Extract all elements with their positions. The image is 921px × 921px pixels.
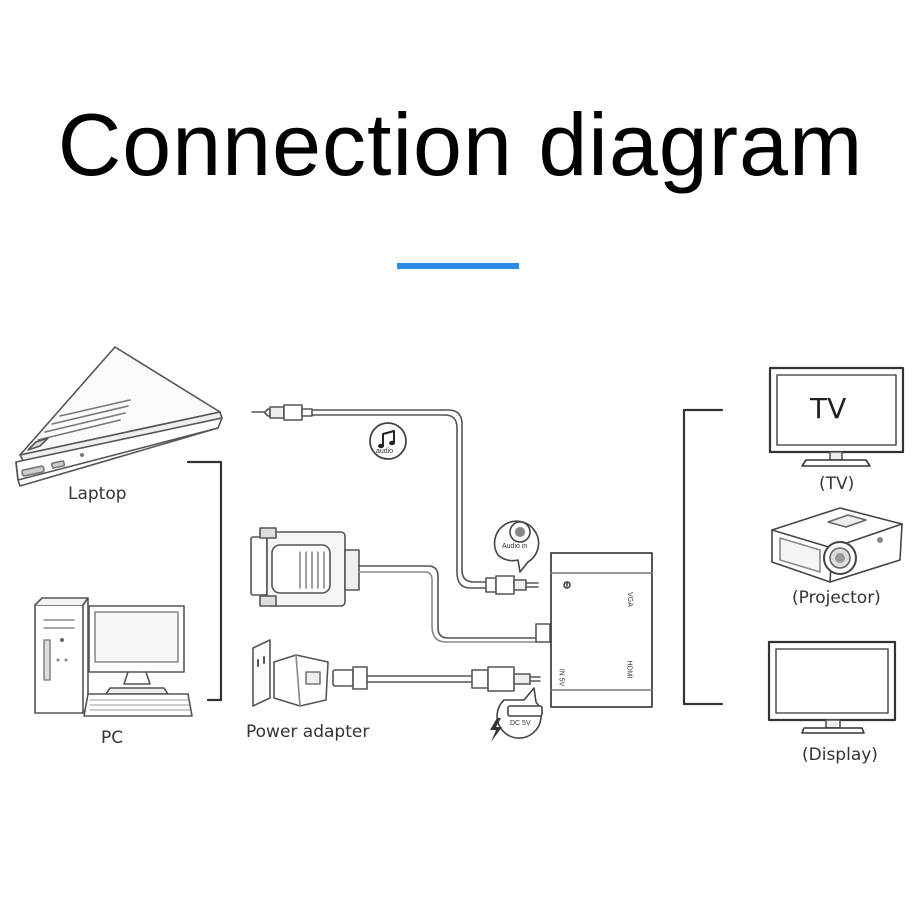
dc-5v-badge: [496, 687, 543, 739]
tv-caption: (TV): [819, 474, 855, 494]
vga-connector: [250, 527, 551, 643]
pc-illustration: [34, 597, 193, 717]
power-adapter-label: Power adapter: [246, 722, 370, 742]
adapter-box: [550, 552, 653, 708]
vga-port-label: VGA: [625, 592, 633, 607]
audio-badge: [369, 422, 407, 460]
right-bracket: [682, 408, 724, 706]
left-bracket: [186, 460, 223, 702]
power-adapter-illustration: [252, 639, 541, 707]
title-accent-bar: [397, 263, 519, 269]
laptop-illustration: [15, 346, 223, 487]
tv-illustration: [768, 366, 905, 467]
tv-screen-text: TV: [810, 392, 847, 425]
display-label: (Display): [802, 745, 878, 765]
lightning-icon: [490, 718, 502, 742]
audio-badge-text: audio: [376, 448, 394, 455]
projector-label: (Projector): [792, 588, 881, 608]
audio-cable: [251, 404, 539, 595]
audio-in-badge: [493, 520, 540, 573]
power-in-port-label: IN 5V: [557, 668, 565, 687]
page-title: Connection diagram: [57, 95, 864, 194]
dc-5v-badge-text: DC 5V: [510, 720, 531, 727]
laptop-label: Laptop: [68, 484, 127, 504]
music-note-icon: [378, 430, 395, 449]
projector-illustration: [771, 507, 903, 583]
hdmi-port-label: HDMI: [625, 660, 633, 679]
display-illustration: [767, 640, 897, 734]
pc-label: PC: [101, 728, 124, 748]
audio-in-badge-text: Audio in: [502, 543, 528, 550]
